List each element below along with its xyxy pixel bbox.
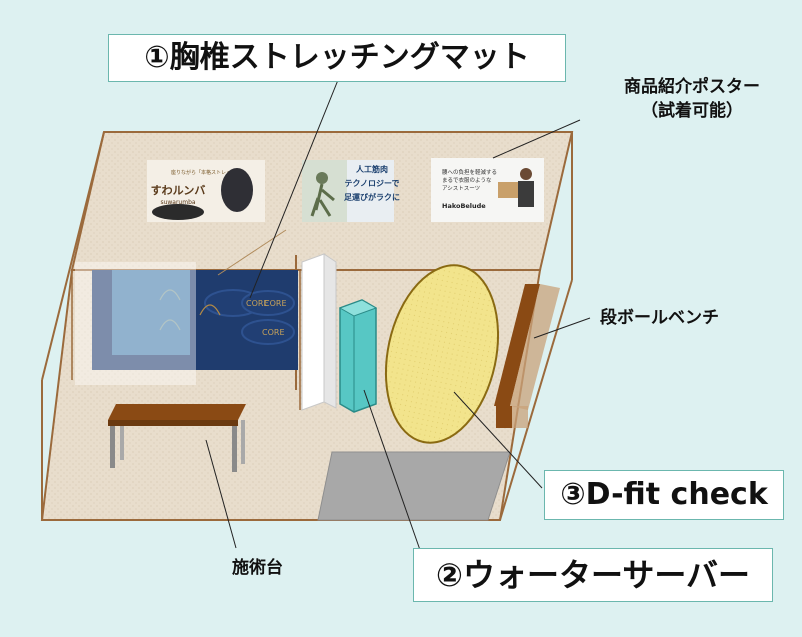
poster-subtitle: suwarumba — [160, 199, 195, 206]
label-product-poster-line2: （試着可能） — [641, 101, 743, 121]
poster-top-text: 座りながら「本格ストレッチ」 — [171, 169, 241, 176]
poster-line-3: 足運びがラクに — [344, 192, 400, 202]
poster-line-2: テクノロジーで — [344, 178, 399, 188]
callout-stretching-mat: ①胸椎ストレッチングマット — [108, 34, 566, 82]
poster-title: すわルンバ — [151, 184, 206, 197]
label-cardboard-bench: 段ボールベンチ — [600, 308, 719, 328]
poster-line-1: 腰への負担を軽減する — [442, 168, 497, 176]
callout-water-server: ②ウォーターサーバー — [413, 548, 773, 602]
poster-brand: HakoBelude — [442, 202, 486, 210]
white-panel — [301, 253, 337, 411]
callout-dfit-check: ③D-fit check — [544, 470, 784, 520]
dfit-check-mat — [384, 264, 500, 444]
poster-suwarumba: 座りながら「本格ストレッチ」 すわルンバ suwarumba — [147, 160, 265, 222]
mat-label: CORE — [246, 299, 269, 308]
floor-panel — [317, 451, 511, 521]
poster-line-1: 人工筋肉 — [356, 164, 388, 174]
label-product-poster-line1: 商品紹介ポスター — [624, 77, 760, 97]
stretching-mat: CORE CORE CORE — [75, 229, 298, 385]
mat-label: CORE — [264, 299, 287, 308]
poster-artificial-muscle: 人工筋肉 テクノロジーで 足運びがラクに — [302, 160, 400, 222]
water-server — [338, 299, 378, 413]
poster-line-2: まるで衣服のような — [442, 176, 492, 184]
leader-lines — [205, 79, 591, 551]
label-product-poster: 商品紹介ポスター （試着可能） — [592, 75, 792, 123]
poster-assist-suit: 腰への負担を軽減する まるで衣服のような アシストスーツ HakoBelude — [431, 158, 544, 222]
treatment-table — [108, 404, 246, 472]
mat-label: CORE — [262, 328, 285, 337]
label-treatment-table: 施術台 — [232, 558, 283, 578]
cardboard-bench — [494, 284, 560, 428]
poster-line-3: アシストスーツ — [442, 185, 480, 192]
